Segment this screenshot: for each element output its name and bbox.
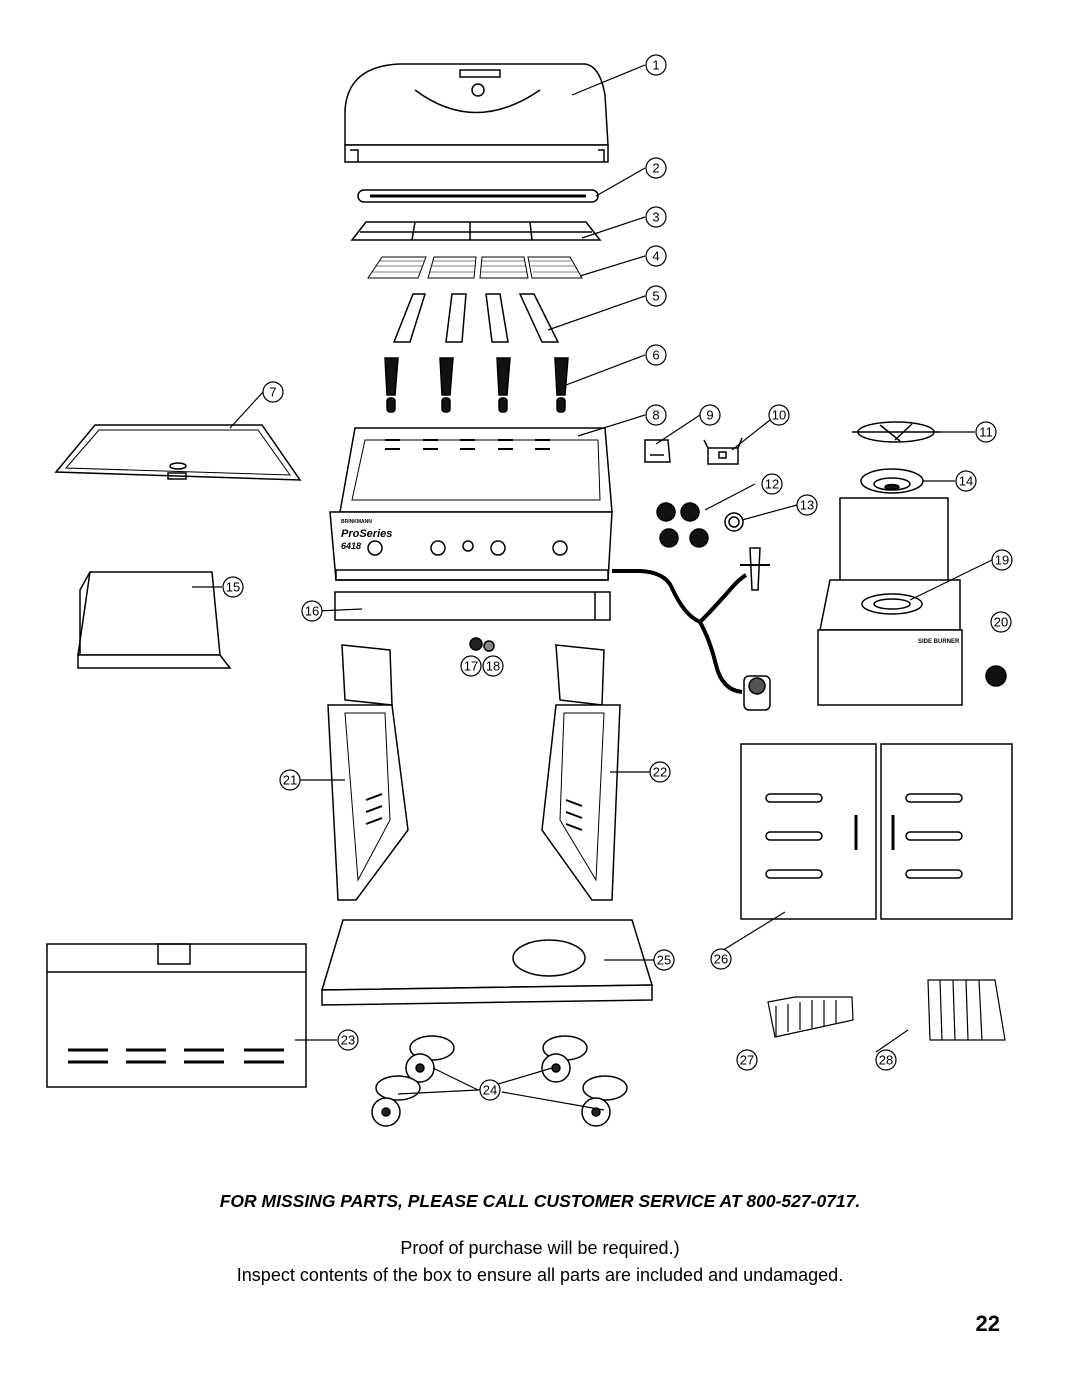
svg-text:2: 2 [652,161,659,176]
svg-text:11: 11 [979,425,993,440]
svg-text:8: 8 [652,408,659,423]
svg-text:22: 22 [653,765,667,780]
callout-19: 19 [991,549,1013,571]
callout-11: 11 [975,421,997,443]
part-igniter-knobs [469,637,495,652]
model-number: 6418 [341,541,361,551]
exploded-parts-diagram: BRINKMANN ProSeries 6418 [46,54,1013,1127]
part-heat-tents [392,293,560,343]
svg-text:6: 6 [652,348,659,363]
part-left-side-frame [327,644,409,901]
svg-text:23: 23 [341,1033,355,1048]
callout-23: 23 [337,1029,359,1051]
part-bracket-9 [644,439,671,463]
part-doors [740,743,1013,920]
callout-bubbles: 1 2 3 4 5 6 7 8 9 10 11 12 13 14 15 16 1… [222,54,1013,1101]
svg-text:28: 28 [879,1053,893,1068]
series-label: ProSeries [341,528,392,540]
svg-text:14: 14 [959,474,973,489]
part-firebox [329,427,613,581]
callout-22: 22 [649,761,671,783]
callout-4: 4 [645,245,667,267]
svg-text:3: 3 [652,210,659,225]
svg-text:7: 7 [269,385,276,400]
leader-lines [192,64,993,1111]
callout-17: 17 [460,655,482,677]
part-bottom-shelf [320,919,654,1006]
callout-9: 9 [699,404,721,426]
part-warming-rack [350,221,602,241]
svg-text:20: 20 [994,615,1008,630]
svg-text:1: 1 [652,58,659,73]
svg-text:10: 10 [772,408,786,423]
side-burner-label: SIDE BURNER [918,639,960,645]
brand-label: BRINKMANN [341,519,372,525]
svg-text:21: 21 [283,773,297,788]
missing-parts-notice: FOR MISSING PARTS, PLEASE CALL CUSTOMER … [219,1191,861,1211]
callout-14: 14 [955,470,977,492]
callout-16: 16 [301,600,323,622]
callout-3: 3 [645,206,667,228]
proof-of-purchase-note: Proof of purchase will be required.) [400,1238,680,1258]
svg-text:19: 19 [995,553,1009,568]
svg-text:9: 9 [706,408,713,423]
part-gas-hose-regulator [612,547,771,711]
callout-13: 13 [796,494,818,516]
callout-6: 6 [645,344,667,366]
part-side-burner-grate [852,421,940,443]
part-lid [344,63,609,163]
part-grease-tray [54,424,302,481]
part-burners [384,357,569,413]
svg-text:13: 13 [800,498,814,513]
page-number: 22 [975,1311,1000,1336]
svg-text:15: 15 [226,580,240,595]
part-side-burner-housing [817,497,963,706]
callout-1: 1 [645,54,667,76]
callout-20: 20 [990,611,1012,633]
svg-text:16: 16 [305,604,319,619]
part-back-panel [46,943,307,1088]
svg-text:12: 12 [765,477,779,492]
callout-25: 25 [653,949,675,971]
part-side-burner-knob [985,665,1007,687]
callout-24: 24 [479,1079,501,1101]
callout-10: 10 [768,404,790,426]
callout-12: 12 [761,473,783,495]
svg-text:26: 26 [714,952,728,967]
part-basket-28 [927,979,1006,1041]
callout-5: 5 [645,285,667,307]
svg-text:18: 18 [486,659,500,674]
svg-text:25: 25 [657,953,671,968]
part-side-burner-head [860,468,924,494]
part-right-side-frame [541,644,621,901]
part-bracket-10 [703,437,743,465]
part-basket-27 [767,996,854,1038]
part-thermometer [724,512,744,532]
callout-2: 2 [645,157,667,179]
part-storage-box [77,571,232,669]
callout-8: 8 [645,404,667,426]
callout-15: 15 [222,576,244,598]
svg-text:17: 17 [464,659,478,674]
callout-21: 21 [279,769,301,791]
svg-text:24: 24 [483,1083,497,1098]
inspect-contents-note: Inspect contents of the box to ensure al… [236,1265,844,1285]
svg-text:27: 27 [740,1053,754,1068]
part-front-rail [334,591,611,621]
callout-26: 26 [710,948,732,970]
svg-text:5: 5 [652,289,659,304]
part-casters [371,1035,628,1127]
part-control-knobs [656,502,709,548]
svg-text:4: 4 [652,249,659,264]
callout-27: 27 [736,1049,758,1071]
callout-18: 18 [482,655,504,677]
callout-7: 7 [262,381,284,403]
callout-28: 28 [875,1049,897,1071]
part-cooking-grates [367,256,583,279]
